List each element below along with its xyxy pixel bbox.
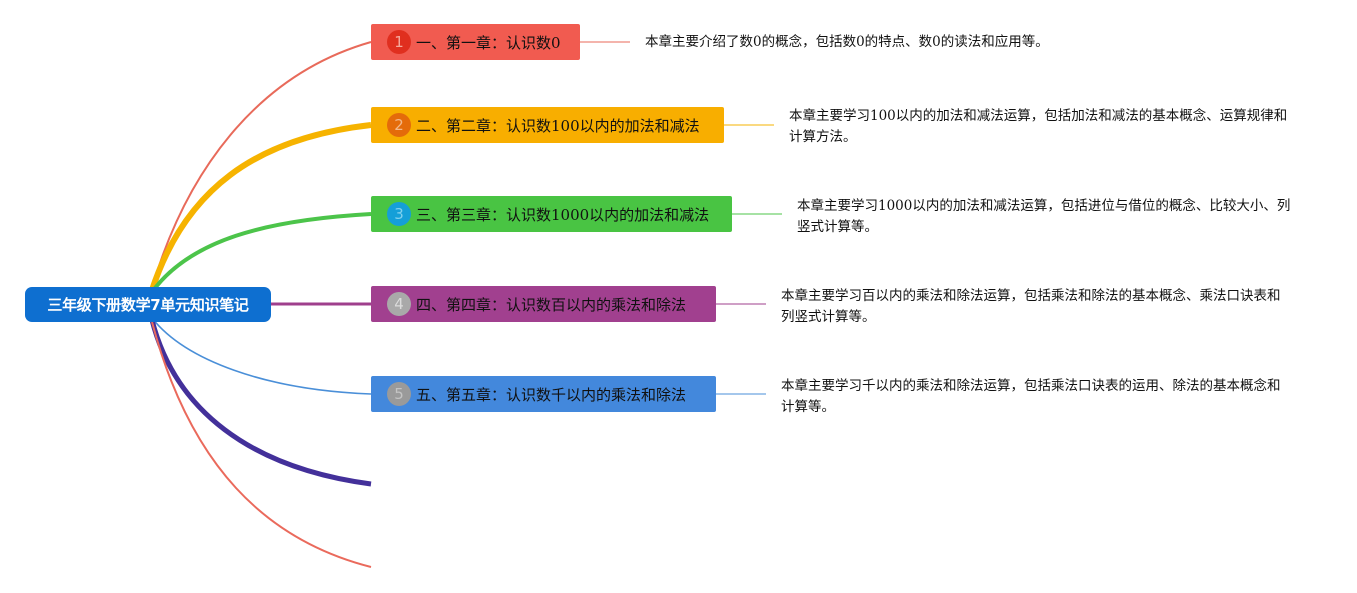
chapter-title: 五、第五章：认识数千以内的乘法和除法	[416, 385, 687, 404]
branch-line-6	[149, 319, 372, 487]
number-badge-icon: 3	[387, 202, 411, 226]
chapter-note-2: 本章主要学习100以内的加法和减法运算，包括加法和减法的基本概念、运算规律和计算…	[789, 108, 1288, 145]
chapter-node-3[interactable]: 3 三、第三章：认识数1000以内的加法和减法	[371, 196, 732, 232]
chapter-node-2[interactable]: 2 二、第二章：认识数100以内的加法和减法	[371, 107, 724, 143]
chapter-title: 三、第三章：认识数1000以内的加法和减法	[416, 205, 710, 224]
branch-line-7	[151, 321, 372, 568]
chapter-note-3: 本章主要学习1000以内的加法和减法运算，包括进位与借位的概念、比较大小、列竖式…	[797, 198, 1291, 235]
chapter-node-5[interactable]: 5 五、第五章：认识数千以内的乘法和除法	[371, 376, 716, 412]
branch-line-5	[151, 317, 372, 395]
chapter-note-5: 本章主要学习千以内的乘法和除法运算，包括乘法口诀表的运用、除法的基本概念和计算等…	[781, 378, 1281, 415]
chapter-title: 二、第二章：认识数100以内的加法和减法	[416, 116, 700, 135]
chapter-node-1[interactable]: 1 一、第一章：认识数0	[371, 24, 580, 60]
number-badge-icon: 1	[387, 30, 411, 54]
number-badge-icon: 2	[387, 113, 411, 137]
chapter-title: 四、第四章：认识数百以内的乘法和除法	[416, 295, 687, 314]
chapter-note-4: 本章主要学习百以内的乘法和除法运算，包括乘法和除法的基本概念、乘法口诀表和列竖式…	[781, 288, 1281, 325]
branch-line-2	[149, 122, 372, 291]
branch-line-1	[151, 41, 372, 289]
root-topic[interactable]: 三年级下册数学7单元知识笔记	[25, 287, 271, 322]
number-badge-icon: 4	[387, 292, 411, 316]
branch-line-3	[150, 212, 372, 294]
chapter-note-1: 本章主要介绍了数0的概念，包括数0的特点、数0的读法和应用等。	[645, 34, 1049, 50]
number-badge-icon: 5	[387, 382, 411, 406]
chapter-title: 一、第一章：认识数0	[416, 33, 561, 52]
chapter-node-4[interactable]: 4 四、第四章：认识数百以内的乘法和除法	[371, 286, 716, 322]
